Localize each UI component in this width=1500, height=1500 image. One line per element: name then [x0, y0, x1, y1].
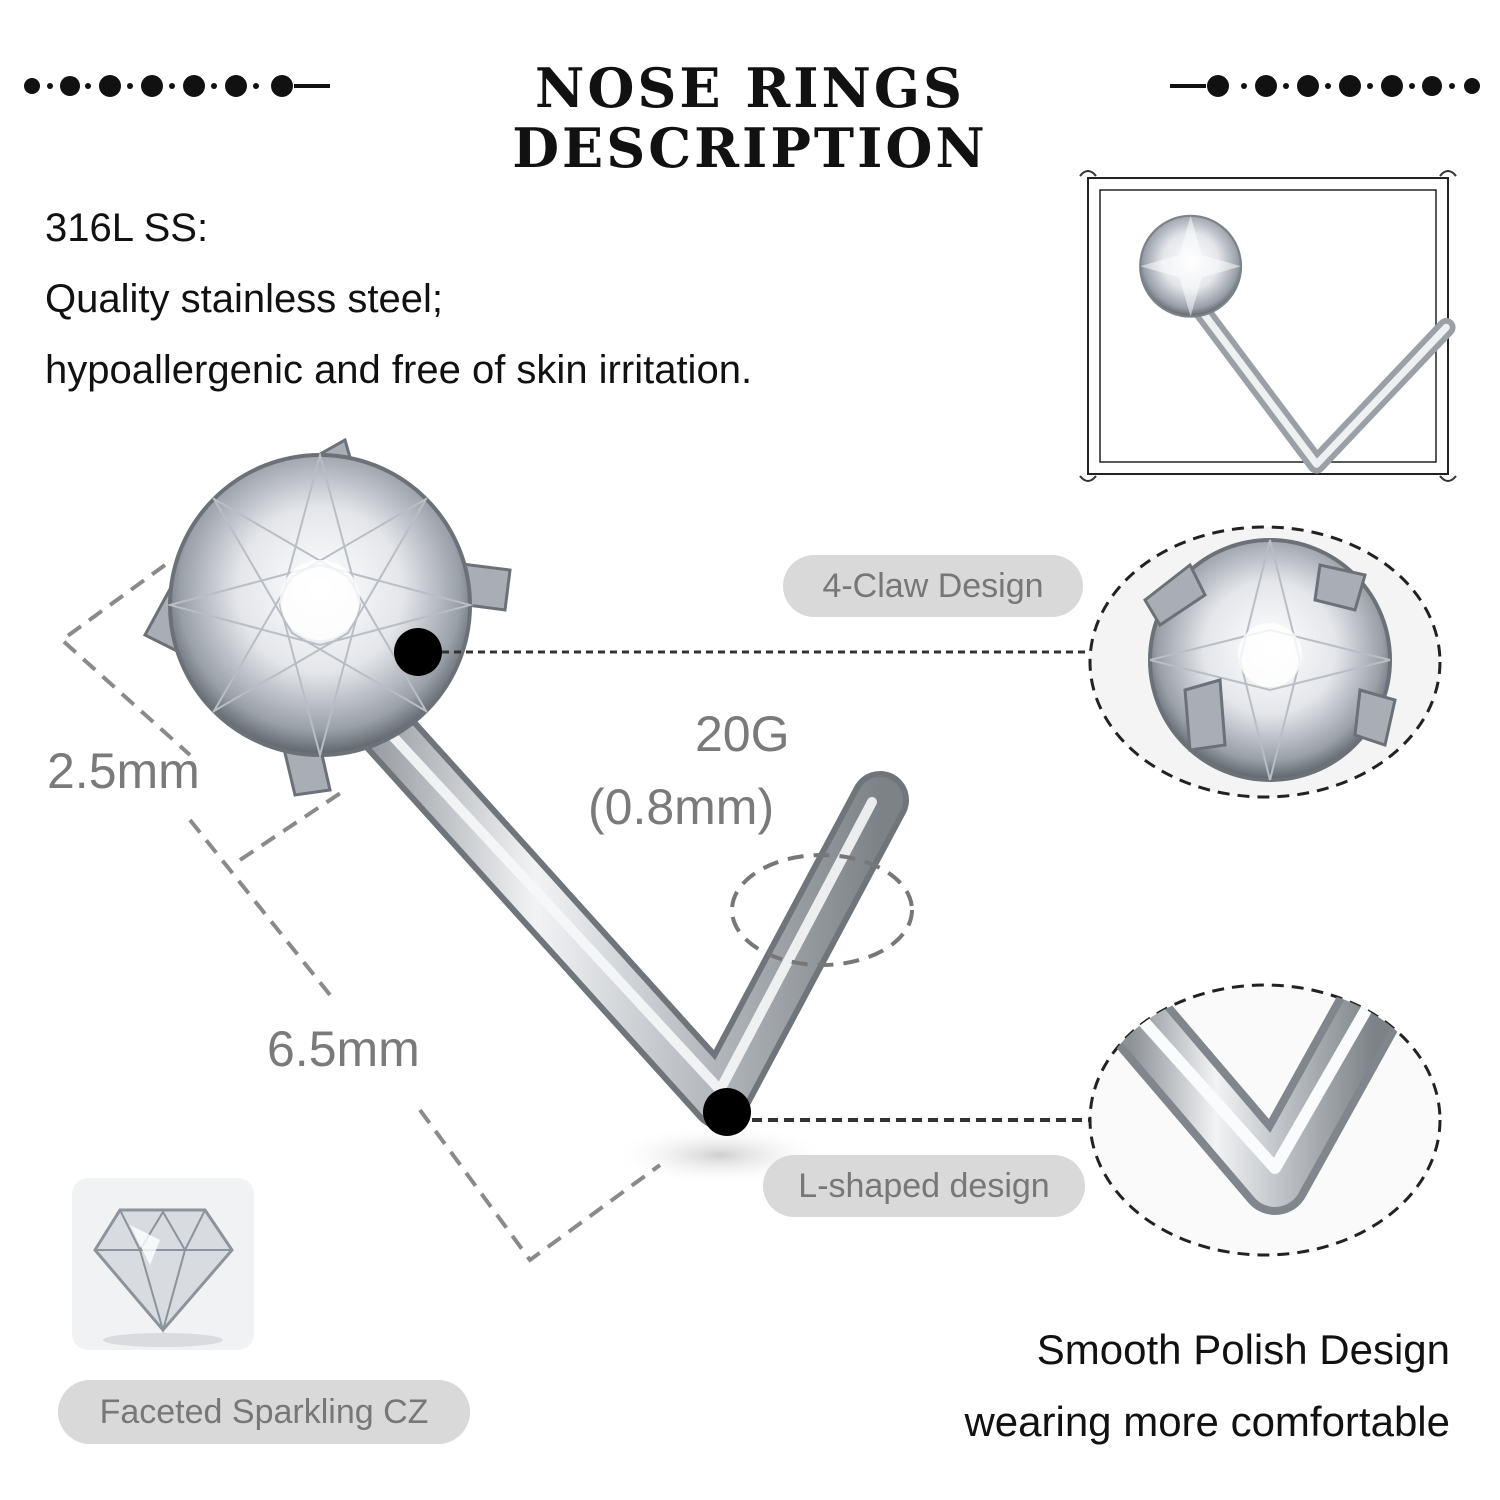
- l-shaped-design-label: L-shaped design: [763, 1155, 1085, 1217]
- smooth-polish-title: Smooth Polish Design: [1036, 1326, 1450, 1373]
- title-banner: NOSE RINGS DESCRIPTION: [0, 48, 1500, 178]
- claw-detail-icon: [1143, 538, 1397, 782]
- faceted-cz-label: Faceted Sparkling CZ: [58, 1380, 470, 1444]
- material-line-3: hypoallergenic and free of skin irritati…: [45, 348, 753, 392]
- page-title: NOSE RINGS DESCRIPTION: [512, 56, 988, 180]
- dimension-gauge-mm: (0.8mm): [588, 779, 775, 835]
- dimension-width: 2.5mm: [47, 743, 200, 799]
- gem-icon: [72, 1178, 254, 1350]
- claw-design-label: 4-Claw Design: [783, 555, 1083, 617]
- material-line-2: Quality stainless steel;: [45, 277, 443, 321]
- main-ring: [142, 437, 909, 1185]
- material-line-1: 316L SS:: [45, 206, 209, 250]
- thumbnail-frame: [1079, 170, 1457, 482]
- bead-chain-right: [1170, 75, 1480, 97]
- l-bend-detail-icon: [1095, 985, 1410, 1215]
- dimension-gauge: 20G: [695, 706, 790, 762]
- bead-chain-left: [24, 75, 330, 97]
- dimension-length: 6.5mm: [267, 1021, 420, 1077]
- dimension-lines: [58, 563, 662, 1263]
- thumbnail-ring: [1139, 214, 1456, 474]
- smooth-polish-subtitle: wearing more comfortable: [964, 1398, 1450, 1445]
